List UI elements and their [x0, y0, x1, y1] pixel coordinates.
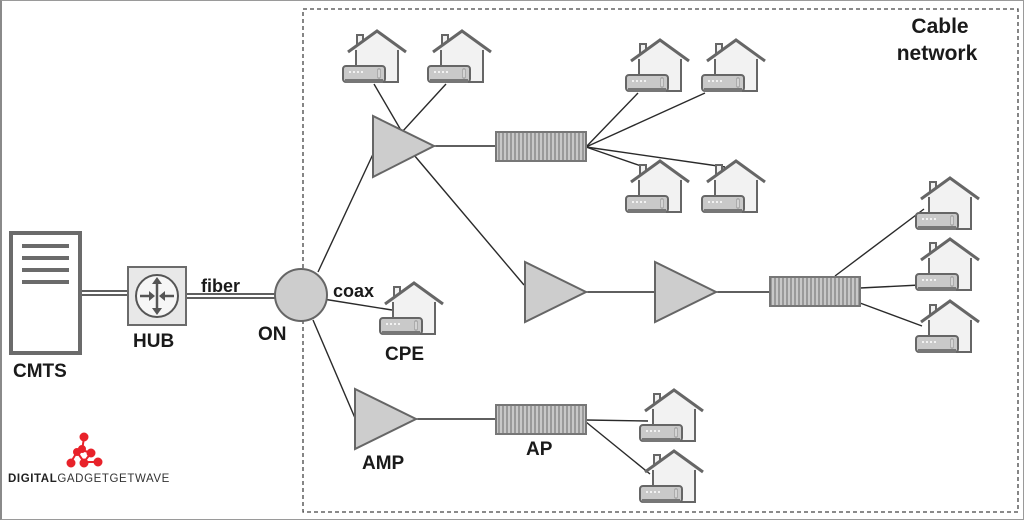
- logo-icon: [66, 432, 103, 468]
- tap-1-icon[interactable]: [495, 131, 587, 162]
- house-icon[interactable]: [700, 158, 767, 215]
- hub-label: HUB: [133, 331, 174, 352]
- cpe-label: CPE: [385, 344, 424, 365]
- hub-router-icon[interactable]: [127, 266, 187, 326]
- house-icon[interactable]: [638, 387, 705, 444]
- logo-text-bold: DIGITAL: [8, 473, 58, 485]
- link-tap1-house1: [585, 92, 639, 148]
- house-icon[interactable]: [426, 28, 493, 85]
- cable-network-title-line1: Cable: [911, 15, 968, 38]
- link-tap1-house4: [585, 146, 726, 168]
- house-icon[interactable]: [624, 158, 691, 215]
- cable-network-title-line2: network: [897, 42, 978, 65]
- fiber-label: fiber: [201, 276, 240, 296]
- tap-ap-icon[interactable]: [495, 404, 587, 435]
- link-amp1-amp2: [413, 154, 525, 286]
- house-icon[interactable]: [624, 37, 691, 94]
- link-tap3-house2: [585, 421, 651, 475]
- amplifier-2-icon[interactable]: [524, 260, 589, 324]
- coax-link-on-cpe: [322, 298, 393, 311]
- link-amp1-house2: [401, 83, 447, 133]
- house-icon[interactable]: [914, 175, 981, 232]
- amplifier-amp-icon[interactable]: [354, 387, 419, 451]
- ap-label: AP: [526, 439, 553, 460]
- link-tap2-house3: [859, 302, 923, 327]
- house-icon[interactable]: [914, 298, 981, 355]
- logo-text-light: GADGETGETWAVE: [57, 473, 170, 485]
- house-icon[interactable]: [914, 236, 981, 293]
- amp-label: AMP: [362, 453, 405, 474]
- cpe-house-icon[interactable]: [378, 280, 445, 337]
- link-tap2-house1: [834, 208, 925, 277]
- link-tap2-house2: [859, 284, 921, 289]
- link-amp1-house1: [373, 83, 403, 133]
- house-icon[interactable]: [341, 28, 408, 85]
- optical-node-icon[interactable]: [274, 268, 328, 322]
- link-tap1-house2: [585, 92, 706, 148]
- house-icon[interactable]: [638, 448, 705, 505]
- link-tap1-house3: [585, 146, 645, 168]
- cable-network-boundary: [302, 8, 1019, 513]
- logo-wordmark: DIGITALGADGETGETWAVE: [8, 473, 170, 485]
- link-tap3-house1: [585, 419, 649, 422]
- cmts-label: CMTS: [13, 361, 67, 382]
- coax-label: coax: [333, 281, 374, 301]
- coax-link-on-amp4: [312, 319, 356, 419]
- amplifier-3-icon[interactable]: [654, 260, 719, 324]
- amplifier-1-icon[interactable]: [372, 114, 437, 179]
- coax-link-on-amp1: [317, 151, 375, 273]
- house-icon[interactable]: [700, 37, 767, 94]
- tap-2-icon[interactable]: [769, 276, 861, 307]
- cmts-server-icon[interactable]: [9, 231, 82, 355]
- on-label: ON: [258, 324, 287, 345]
